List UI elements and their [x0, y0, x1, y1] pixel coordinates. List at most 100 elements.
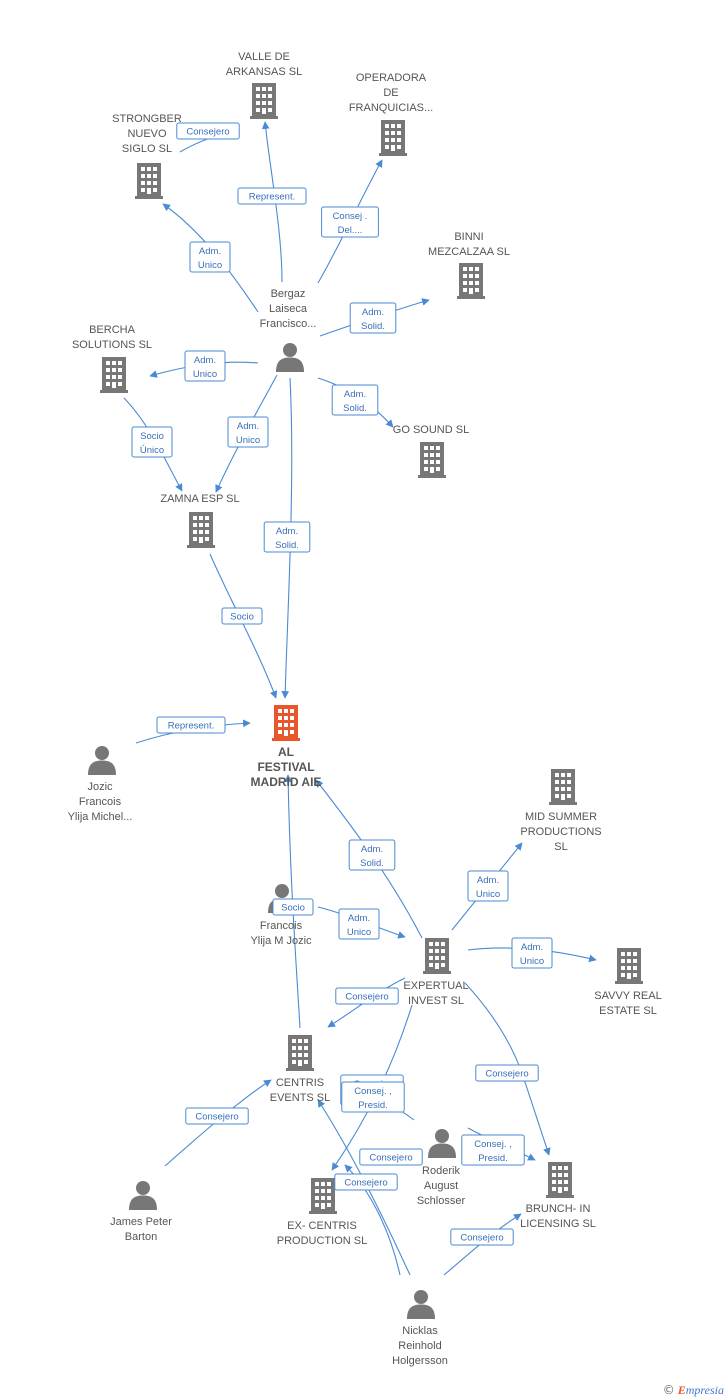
edge-label-e25[interactable]: Consejero	[334, 1173, 398, 1191]
node-label: BINNI	[454, 231, 483, 243]
node-zamna[interactable]: ZAMNA ESP SL	[160, 493, 240, 548]
edge-label-box	[237, 187, 307, 205]
building-icon	[418, 442, 446, 478]
node-label: MADRID AIE	[251, 775, 322, 789]
edge-label-box	[511, 937, 553, 969]
node-label: Holgersson	[392, 1355, 448, 1367]
edge-label-e22[interactable]: Consej. ,Presid.	[341, 1081, 405, 1113]
building-icon	[250, 83, 278, 119]
node-label: OPERADORA	[356, 72, 427, 84]
edge-label-text: Consejero	[344, 1178, 387, 1189]
edge-label-e20[interactable]: Consejero	[185, 1107, 249, 1125]
node-label: VALLE DE	[238, 51, 290, 63]
node-label: PRODUCTIONS	[520, 826, 601, 838]
node-label: Roderik	[422, 1165, 460, 1177]
edge-label-e17[interactable]: Adm.Unico	[511, 937, 553, 969]
person-icon	[129, 1181, 157, 1210]
edge-label-e15[interactable]: Socio	[272, 898, 314, 916]
node-label: Laiseca	[269, 303, 308, 315]
brand-name: mpresia	[685, 1383, 724, 1397]
node-label: ZAMNA ESP SL	[160, 493, 239, 505]
edge-label-text: Represent.	[168, 721, 214, 732]
edge-label-e19[interactable]: Consejero	[475, 1064, 539, 1082]
edge-label-e24[interactable]: Consejero	[359, 1148, 423, 1166]
edge-label-box	[348, 839, 396, 871]
edge-label-text: Solid.	[360, 858, 384, 869]
edge-label-box	[321, 206, 379, 238]
edge-label-e23[interactable]: Consej. ,Presid.	[461, 1134, 525, 1166]
edge-e11	[209, 553, 278, 699]
edge-label-e11[interactable]: Socio	[221, 607, 263, 625]
edge-label-text: Consej .	[333, 211, 368, 222]
node-label: MID SUMMER	[525, 811, 597, 823]
building-icon	[309, 1178, 337, 1214]
edge-label-box	[263, 521, 311, 553]
edge-label-e6[interactable]: Adm.Unico	[184, 350, 226, 382]
edge-label-text: Adm.	[361, 844, 383, 855]
edge-label-text: Solid.	[343, 403, 367, 414]
edge-label-e3[interactable]: Consej .Del....	[321, 206, 379, 238]
edge-label-text: Adm.	[362, 307, 384, 318]
edge-label-text: Represent.	[249, 192, 295, 203]
building-icon	[272, 705, 300, 741]
edge-label-e1[interactable]: Consejero	[176, 122, 240, 140]
edge-label-text: Solid.	[275, 540, 299, 551]
edge-label-text: Consejero	[369, 1153, 412, 1164]
edge-label-e12[interactable]: Represent.	[156, 716, 226, 734]
edge-label-text: Socio	[140, 431, 164, 442]
edge-label-box	[131, 426, 173, 458]
building-icon	[457, 263, 485, 299]
edge-label-box	[189, 241, 231, 273]
node-label: SL	[554, 841, 567, 853]
edge-label-text: Unico	[347, 927, 371, 938]
edge-label-e18[interactable]: Consejero	[335, 987, 399, 1005]
node-label: LICENSING SL	[520, 1218, 596, 1230]
edge-label-box	[272, 898, 314, 916]
edge-label-e7[interactable]: Adm.Solid.	[331, 384, 379, 416]
edge-label-text: Adm.	[521, 942, 543, 953]
node-label: STRONGBER	[112, 113, 182, 125]
node-label: EVENTS SL	[270, 1092, 331, 1104]
edge-label-text: Adm.	[199, 246, 221, 257]
brand-initial: E	[677, 1383, 686, 1397]
edge-label-e16[interactable]: Adm.Unico	[338, 908, 380, 940]
edge-label-e4[interactable]: Adm.Unico	[189, 241, 231, 273]
node-midsummer[interactable]: MID SUMMER PRODUCTIONS SL	[520, 769, 602, 853]
edge-label-e10[interactable]: Adm.Solid.	[263, 521, 311, 553]
edge-label-text: Socio	[230, 612, 254, 623]
edge-label-box	[467, 870, 509, 902]
node-bergaz[interactable]: BergazLaisecaFrancisco...	[260, 288, 317, 372]
node-gosound[interactable]: GO SOUND SL	[393, 424, 469, 478]
edge-label-box	[227, 416, 269, 448]
edge-label-e14[interactable]: Adm.Unico	[467, 870, 509, 902]
person-icon	[428, 1129, 456, 1158]
edge-label-e2[interactable]: Represent.	[237, 187, 307, 205]
edge-label-e13[interactable]: Adm. Solid.	[348, 839, 396, 871]
edge-label-e26[interactable]: Consejero	[450, 1228, 514, 1246]
edge-label-e8[interactable]: Adm.Unico	[227, 416, 269, 448]
edge-label-e5[interactable]: Adm.Solid.	[349, 302, 397, 334]
node-label: August	[424, 1180, 458, 1192]
edge-label-box	[334, 1173, 398, 1191]
node-label: Nicklas	[402, 1325, 438, 1337]
node-operadora[interactable]: OPERADORADEFRANQUICIAS...	[349, 72, 433, 156]
node-label: NUEVO	[127, 128, 167, 140]
node-label: INVEST SL	[408, 995, 464, 1007]
